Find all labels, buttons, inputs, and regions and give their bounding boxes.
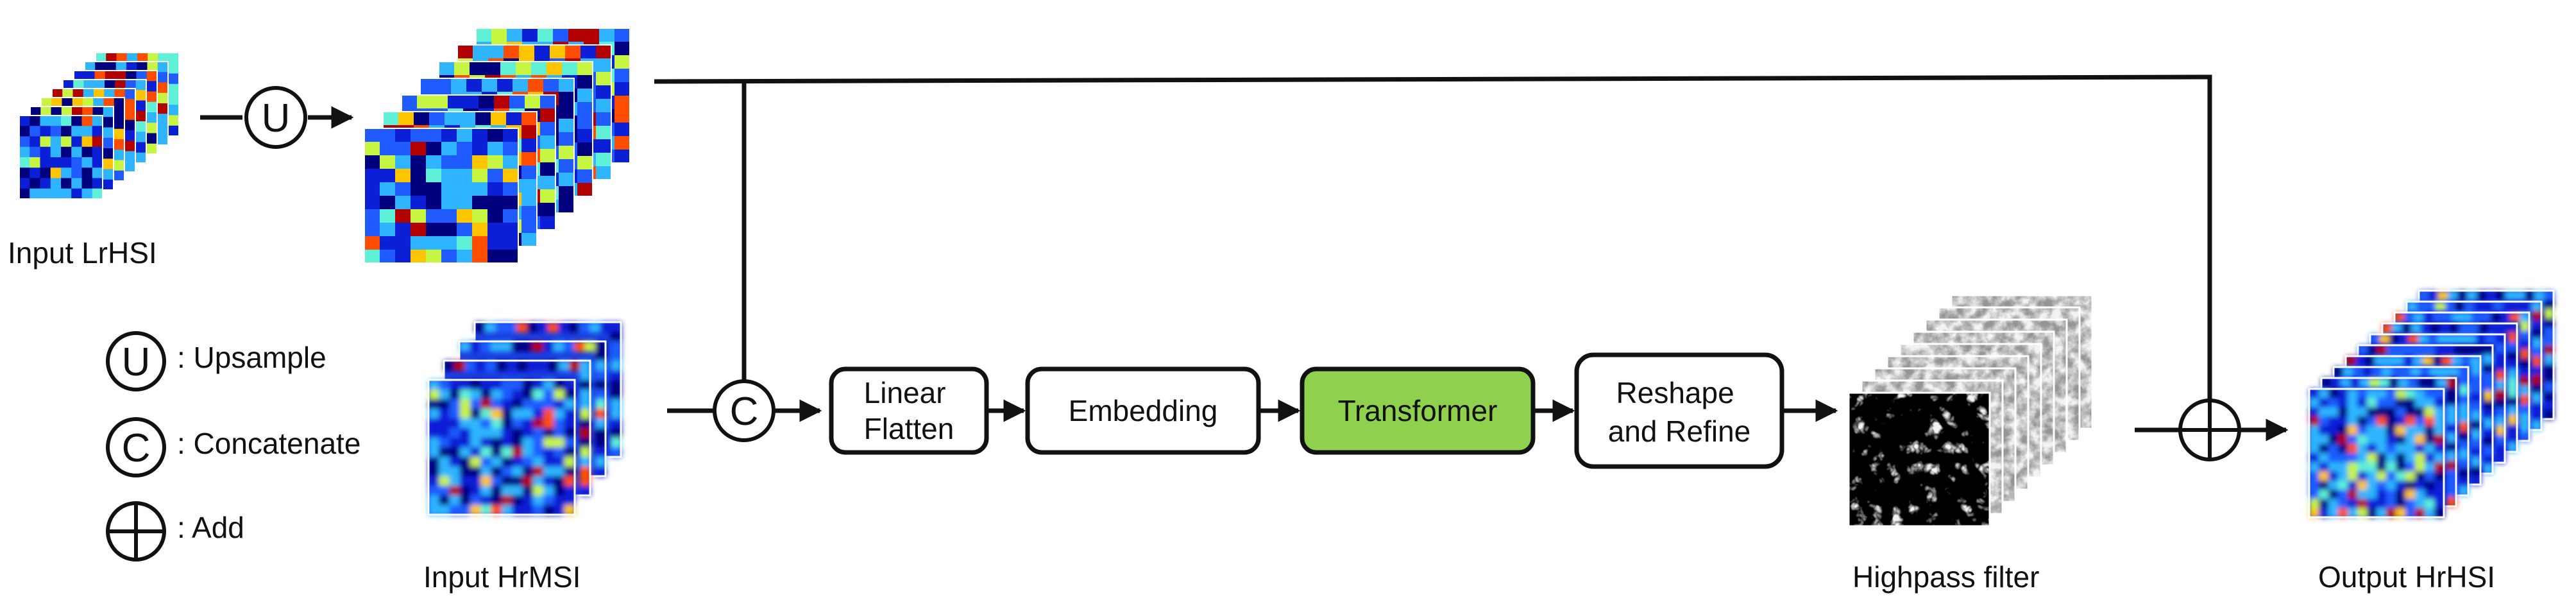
svg-text:Reshape and Refine: Reshape and Refine xyxy=(1608,376,1751,448)
legend-add-label: : Add xyxy=(177,511,244,544)
input-lrhsi-stack xyxy=(19,52,180,200)
output-hrhsi-stack xyxy=(2308,289,2555,519)
upsample-symbol: U xyxy=(262,96,291,141)
stack-layer xyxy=(364,128,519,264)
stack-layer xyxy=(19,115,103,200)
transformer-label: Transformer xyxy=(1338,394,1498,427)
svg-text:Linear Flatten: Linear Flatten xyxy=(864,376,954,445)
stack-layer xyxy=(427,379,576,516)
input-lrhsi-label: Input LrHSI xyxy=(8,236,157,270)
output-hrhsi-label: Output HrHSI xyxy=(2318,560,2495,594)
upsample-circle-icon xyxy=(244,86,307,149)
concatenate-symbol: C xyxy=(730,390,759,434)
transformer-block: Transformer xyxy=(1300,366,1536,455)
linear-flatten-line1: Linear xyxy=(864,376,946,409)
reshape-refine-line1: Reshape xyxy=(1616,376,1734,409)
stack-layer xyxy=(1847,391,1991,528)
upsample-operator: U xyxy=(244,86,307,149)
legend-upsample-symbol: U xyxy=(122,340,151,384)
legend-upsample-icon xyxy=(106,331,166,391)
reshape-refine-block: Reshape and Refine xyxy=(1574,352,1784,469)
legend-concatenate-icon xyxy=(106,417,166,477)
linear-flatten-block: Linear Flatten xyxy=(829,366,989,455)
legend: U : Upsample C : Concatenate : Add xyxy=(106,331,360,562)
legend-concatenate-label: : Concatenate xyxy=(177,427,360,460)
highpass-filter-label: Highpass filter xyxy=(1852,560,2039,594)
linear-flatten-line2: Flatten xyxy=(864,412,954,445)
stack-layer xyxy=(2308,388,2445,519)
reshape-refine-line2: and Refine xyxy=(1608,415,1751,448)
highpass-filter-stack xyxy=(1847,294,2094,528)
concatenate-operator: C xyxy=(713,379,775,442)
skip-connection-line xyxy=(654,74,2212,403)
input-hrmsi-stack xyxy=(427,321,622,516)
embedding-block: Embedding xyxy=(1025,366,1261,455)
connectors xyxy=(200,74,2289,442)
add-operator xyxy=(2178,399,2241,461)
input-hrmsi-label: Input HrMSI xyxy=(423,560,580,594)
embedding-label: Embedding xyxy=(1069,394,1218,427)
legend-concatenate-symbol: C xyxy=(122,426,151,470)
upsampled-lrhsi-stack xyxy=(364,28,631,264)
concatenate-circle-icon xyxy=(713,379,775,442)
legend-upsample-label: : Upsample xyxy=(177,341,326,374)
